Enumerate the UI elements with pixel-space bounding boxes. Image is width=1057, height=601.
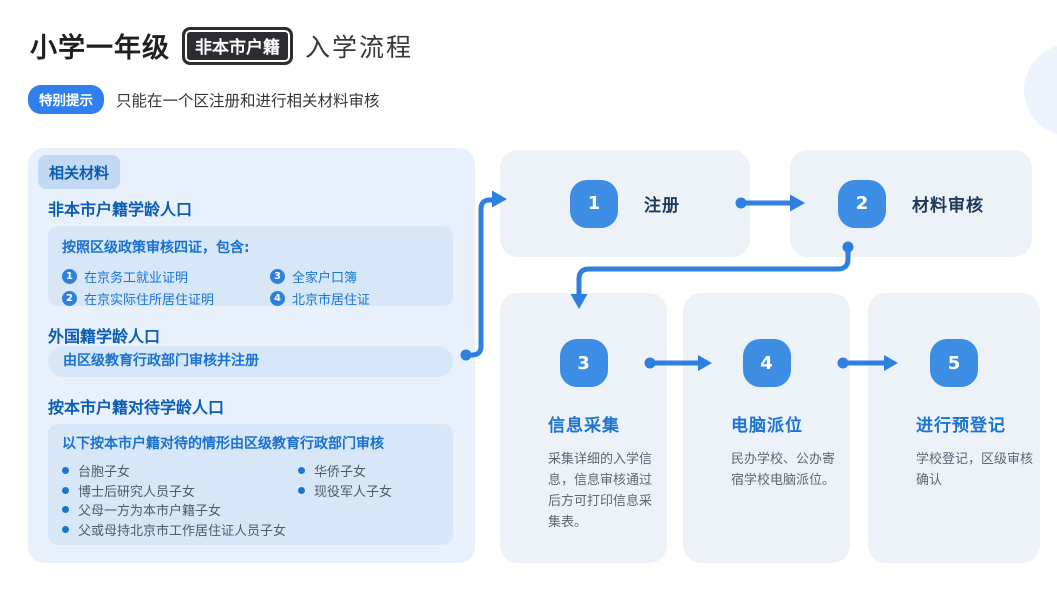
cert-item-label: 在京实际住所居住证明 [84, 293, 215, 308]
flow-step-computer-allocation: 4 电脑派位 民办学校、公办寄 宿学校电脑派位。 [683, 293, 850, 563]
number-badge: 1 [62, 269, 77, 284]
step-number-badge: 3 [559, 339, 608, 387]
step-label: 信息采集 [548, 416, 620, 436]
step-description: 学校登记，区级审核 确认 [916, 452, 1034, 488]
list-item-label: 父或母持北京市工作居住证人员子女 [78, 523, 287, 539]
bullet-icon [298, 486, 305, 494]
list-item: 父或母持北京市工作居住证人员子女 [62, 520, 298, 540]
page-title: 小学一年级 非本市户籍 入学流程 [30, 26, 413, 65]
section-heading-treated-as-local: 按本市户籍对待学龄人口 [48, 398, 225, 417]
step-label: 注册 [644, 196, 680, 216]
cert-item: 1 在京务工就业证明 [62, 266, 270, 287]
decorative-circle [1024, 44, 1057, 136]
materials-panel: 相关材料 非本市户籍学龄人口 按照区级政策审核四证，包含: 1 在京务工就业证明… [28, 148, 475, 563]
bullet-column-right: 华侨子女 现役军人子女 [298, 461, 439, 539]
special-tip: 特别提示 只能在一个区注册和进行相关材料审核 [28, 85, 380, 114]
step-description: 民办学校、公办寄 宿学校电脑派位。 [731, 452, 836, 488]
cert-requirements-box: 按照区级政策审核四证，包含: 1 在京务工就业证明 2 在京实际住所居住证明 3… [48, 226, 453, 309]
number-badge: 2 [62, 291, 77, 306]
list-item: 博士后研究人员子女 [62, 481, 298, 501]
list-item-label: 现役军人子女 [314, 484, 393, 500]
step-description: 采集详细的入学信 息，信息审核通过 后方可打印信息采 集表。 [548, 452, 653, 530]
section-heading-non-local: 非本市户籍学龄人口 [48, 200, 193, 219]
bullet-icon [62, 506, 69, 514]
list-item: 台胞子女 [62, 461, 298, 481]
cert-item-label: 北京市居住证 [292, 293, 371, 308]
number-badge: 3 [270, 269, 285, 284]
list-item: 华侨子女 [298, 461, 439, 481]
cert-item: 4 北京市居住证 [270, 288, 439, 309]
cert-item-label: 在京务工就业证明 [84, 271, 189, 286]
cert-item: 3 全家户口簿 [270, 266, 439, 287]
title-process: 入学流程 [305, 32, 414, 62]
step-number-badge: 2 [838, 179, 886, 228]
cert-box-title: 按照区级政策审核四证，包含: [62, 240, 250, 256]
cert-item-label: 全家户口簿 [292, 271, 358, 286]
section-heading-foreign: 外国籍学龄人口 [48, 327, 161, 346]
list-item-label: 父母一方为本市户籍子女 [78, 504, 222, 520]
tip-badge: 特别提示 [28, 85, 104, 114]
treated-as-local-box: 以下按本市户籍对待的情形由区级教育行政部门审核 台胞子女 博士后研究人员子女 父… [48, 424, 453, 545]
bullet-icon [62, 525, 69, 533]
step-label: 材料审核 [912, 196, 984, 216]
list-item: 父母一方为本市户籍子女 [62, 500, 298, 520]
treated-box-title: 以下按本市户籍对待的情形由区级教育行政部门审核 [62, 436, 384, 452]
materials-tab: 相关材料 [38, 155, 120, 189]
household-type-badge: 非本市户籍 [182, 26, 293, 65]
bullet-icon [298, 467, 305, 475]
bullet-list: 台胞子女 博士后研究人员子女 父母一方为本市户籍子女 父或母持北京市工作居住证人… [62, 461, 439, 539]
number-badge: 4 [270, 291, 285, 306]
flow-step-info-collection: 3 信息采集 采集详细的入学信 息，信息审核通过 后方可打印信息采 集表。 [500, 293, 667, 563]
cert-item: 2 在京实际住所居住证明 [62, 288, 270, 309]
list-item-label: 华侨子女 [314, 465, 367, 481]
list-item: 现役军人子女 [298, 481, 439, 501]
list-item-label: 台胞子女 [78, 465, 131, 481]
step-number-badge: 1 [570, 179, 618, 228]
flow-step-register: 1 注册 [500, 150, 750, 257]
step-number-badge: 5 [930, 339, 978, 387]
step-label: 进行预登记 [916, 416, 1006, 436]
bullet-icon [62, 467, 69, 475]
tip-text: 只能在一个区注册和进行相关材料审核 [116, 91, 380, 110]
flow-step-pre-registration: 5 进行预登记 学校登记，区级审核 确认 [868, 293, 1040, 563]
step-number-badge: 4 [742, 339, 791, 387]
list-item-label: 博士后研究人员子女 [78, 484, 196, 500]
bullet-column-left: 台胞子女 博士后研究人员子女 父母一方为本市户籍子女 父或母持北京市工作居住证人… [62, 461, 298, 539]
cert-list: 1 在京务工就业证明 2 在京实际住所居住证明 3 全家户口簿 4 北京市居住证 [62, 266, 439, 309]
step-label: 电脑派位 [731, 416, 803, 436]
bullet-icon [62, 486, 69, 494]
foreign-review-box: 由区级教育行政部门审核并注册 [48, 346, 453, 377]
title-grade: 小学一年级 [30, 33, 170, 64]
flow-step-material-review: 2 材料审核 [790, 150, 1032, 257]
